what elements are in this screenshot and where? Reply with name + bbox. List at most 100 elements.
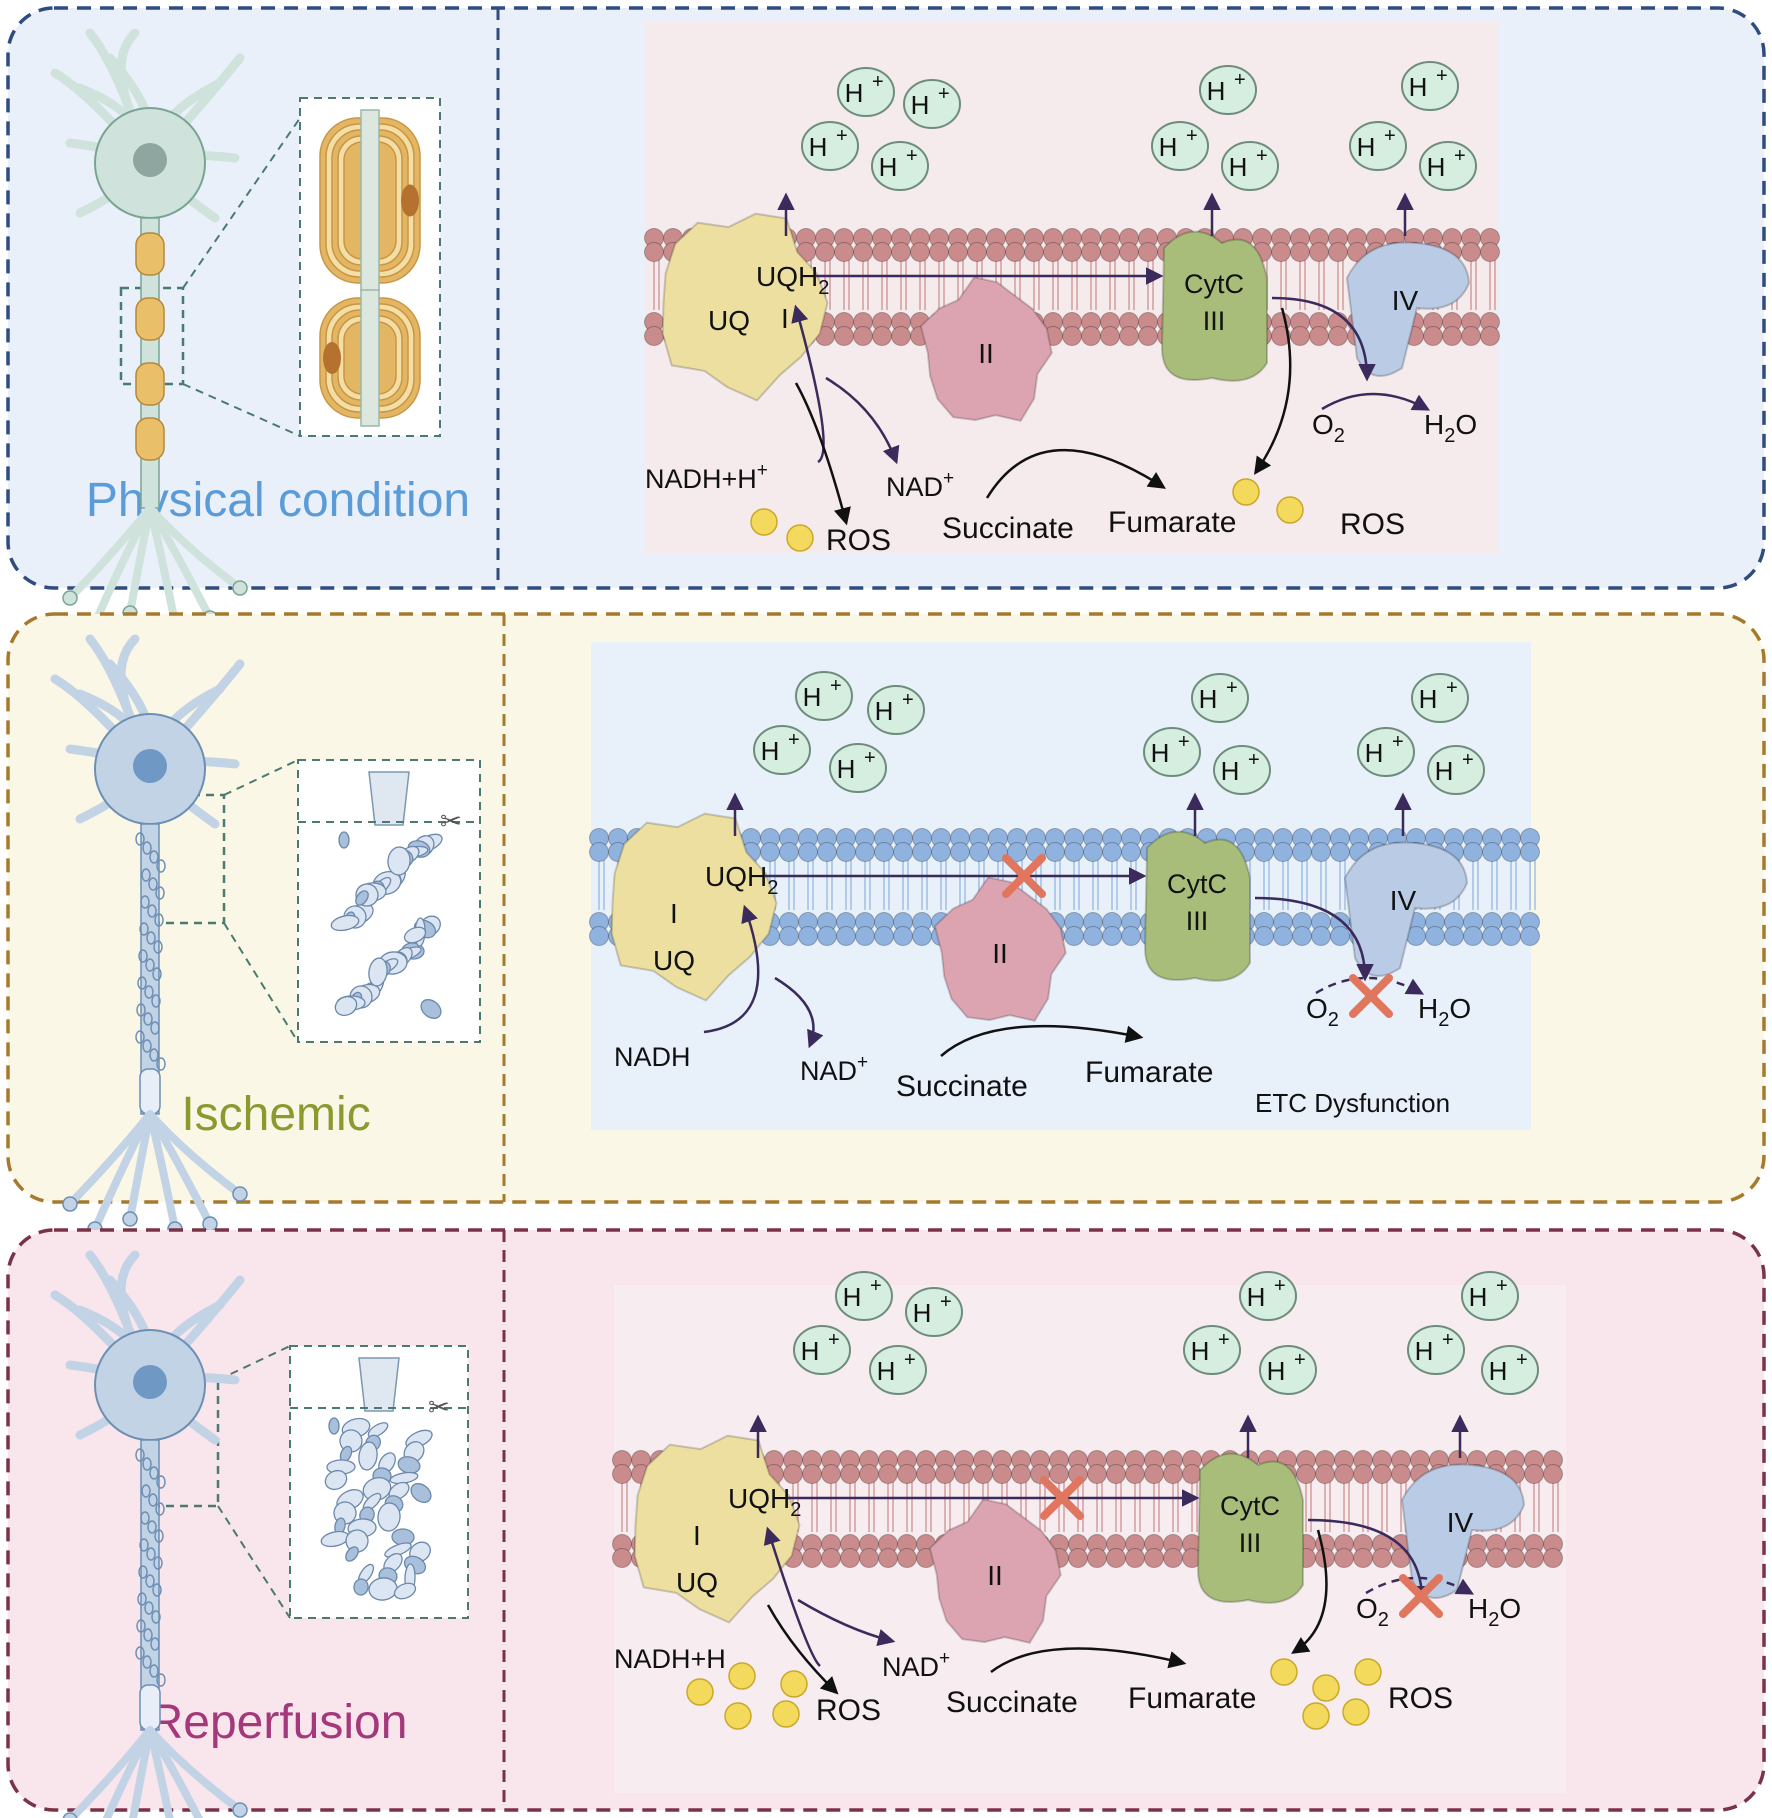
lipid-head — [910, 242, 930, 262]
lipid-head — [948, 242, 968, 262]
proton: H+ — [1481, 1345, 1539, 1395]
lipid-head — [1501, 926, 1521, 946]
complex-iii-shape — [1160, 230, 1268, 382]
scissors-icon: ✂ — [428, 1392, 450, 1422]
myelin-sheath — [139, 1684, 161, 1731]
proton-label: H — [809, 132, 828, 162]
myelin-debris — [334, 995, 358, 1017]
complex-iv-shape — [1400, 1463, 1526, 1599]
myelin-debris — [153, 940, 163, 954]
lipid-head — [859, 1548, 879, 1568]
condition-title: Ischemic — [181, 1088, 370, 1141]
nad-release-arrow — [774, 976, 824, 1049]
proton-charge: + — [872, 71, 884, 93]
uq-label: UQ — [653, 945, 695, 976]
ros-dot — [750, 508, 778, 536]
myelin-debris — [345, 1529, 369, 1553]
myelin-sheath — [139, 1068, 161, 1115]
myelin-debris — [155, 1502, 165, 1516]
complex-iv-label: IV — [1392, 285, 1419, 316]
ros-dot — [780, 1670, 808, 1698]
proton-label: H — [1427, 152, 1446, 182]
lipid-head — [1328, 242, 1348, 262]
proton-charge: + — [940, 1291, 952, 1313]
proton-label: H — [1357, 132, 1376, 162]
proton-charge: + — [788, 729, 800, 751]
nucleus — [133, 1365, 167, 1399]
complex-ii-shape — [928, 1498, 1062, 1645]
proton-charge: + — [1186, 125, 1198, 147]
lipid-head — [589, 842, 609, 862]
myelin-sheath — [135, 297, 165, 341]
complex-iv-shape — [1343, 841, 1469, 977]
complex-ii-label: II — [978, 338, 994, 369]
o2-label: O2 — [1312, 409, 1345, 447]
proton-circle — [829, 743, 887, 793]
proton-circle — [871, 141, 929, 191]
proton-circle — [1199, 65, 1257, 115]
lipid-head — [891, 326, 911, 346]
ros-dot — [1342, 1698, 1370, 1726]
lipid-head — [1271, 242, 1291, 262]
lipid-head — [1081, 242, 1101, 262]
myelin-debris — [410, 1483, 432, 1503]
lipid-head — [1292, 926, 1312, 946]
myelin-debris — [137, 1592, 147, 1606]
ros-dot — [1302, 1702, 1330, 1730]
lipid-head — [836, 926, 856, 946]
ros-label: ROS — [1340, 508, 1405, 541]
lipid-head — [1068, 1548, 1088, 1568]
proton-circle — [903, 79, 961, 129]
cross-line — [1040, 1476, 1084, 1520]
proton-circle — [1419, 141, 1477, 191]
complex-iv-label: IV — [1447, 1507, 1474, 1538]
lipid-head — [1444, 926, 1464, 946]
proton-charge: + — [1294, 1349, 1306, 1371]
ros-label: ROS — [1388, 1682, 1453, 1715]
proton-label: H — [877, 1356, 896, 1386]
uqh2-label: UQH2 — [728, 1483, 801, 1521]
lipid-head — [1144, 1548, 1164, 1568]
myelin-debris — [141, 1484, 151, 1498]
axon-terminal — [146, 1110, 244, 1198]
myelin-debris — [138, 1565, 148, 1579]
proton: H+ — [753, 725, 811, 775]
proton: H+ — [1183, 1325, 1241, 1375]
proton-circle — [1349, 121, 1407, 171]
lipid-head — [1330, 926, 1350, 946]
lipid-head — [1463, 926, 1483, 946]
h2o-label: H2O — [1468, 1593, 1521, 1631]
lipid-head — [1524, 1464, 1544, 1484]
lipid-head — [973, 1464, 993, 1484]
lipid-head — [1480, 326, 1500, 346]
lipid-head — [1083, 842, 1103, 862]
proton-circle — [1461, 1271, 1519, 1321]
nadh-oxidation-arrow — [703, 904, 760, 1034]
lipid-head — [1334, 1548, 1354, 1568]
myelin-debris — [146, 931, 156, 945]
terminal-bouton — [232, 1802, 248, 1818]
proton-label: H — [879, 152, 898, 182]
lipid-head — [897, 1464, 917, 1484]
proton: H+ — [1461, 1271, 1519, 1321]
neuron-illustration — [50, 1250, 248, 1818]
dendrite — [50, 674, 120, 736]
lipid-head — [1442, 326, 1462, 346]
myelin-debris — [387, 846, 411, 876]
myelin-debris — [353, 1578, 369, 1596]
succinate-oxidation-arrow — [990, 1647, 1187, 1673]
complex-iv: IV — [1345, 241, 1471, 377]
scissors-icon: ✂ — [440, 806, 462, 836]
uqh2-label: UQH2 — [756, 261, 829, 299]
lipid-head — [992, 1464, 1012, 1484]
proton: H+ — [793, 1325, 851, 1375]
myelin-debris — [324, 1469, 348, 1491]
myelin-debris — [143, 1628, 153, 1642]
complex-iv: IV — [1400, 1463, 1526, 1599]
proton: H+ — [1419, 141, 1477, 191]
lipid-head — [1100, 326, 1120, 346]
dendrite — [116, 28, 140, 115]
